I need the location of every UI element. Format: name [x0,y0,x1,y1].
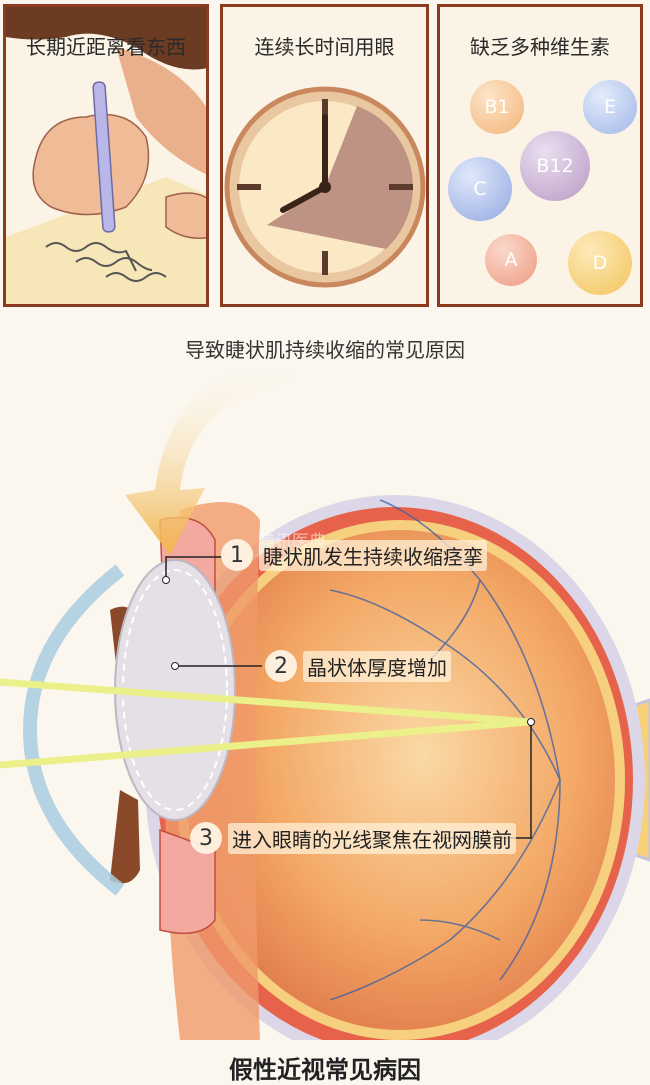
callout-number: 1 [221,539,253,571]
panel-vitamins: 缺乏多种维生素 B1 E B12 C A D [437,4,643,307]
diagram-title: 假性近视常见病因 [229,1056,421,1084]
vitamin-c-bubble: C [448,157,512,221]
eye-cross-section-diagram [0,360,650,1040]
panel-title: 缺乏多种维生素 [470,35,610,59]
vitamin-d-bubble: D [568,231,632,295]
callout-number: 2 [265,650,297,682]
panel-title: 长期近距离看东西 [26,35,186,59]
ciliary-muscle-bottom [159,828,216,935]
vitamin-b12-bubble: B12 [520,131,590,201]
vitamin-a-bubble: A [485,234,537,286]
callout-lens-thickening: 2 晶状体厚度增加 [265,650,451,682]
child-writing-illustration [6,7,206,304]
hand [32,113,150,216]
callout-focus-in-front: 3 进入眼睛的光线聚焦在视网膜前 [190,822,516,854]
callout-number: 3 [190,822,222,854]
hair [6,7,206,70]
light-rays [0,678,531,769]
panel-long-use: 连续长时间用眼 [220,4,429,307]
callout-text: 进入眼睛的光线聚焦在视网膜前 [228,822,516,854]
causes-subtitle: 导致睫状肌持续收缩的常见原因 [185,338,465,362]
retinal-vessels [329,499,561,1001]
pen [92,81,116,233]
panel-title: 连续长时间用眼 [254,35,395,59]
clock-icon [224,86,426,288]
vitamin-e-bubble: E [583,80,637,134]
vitamin-b1-bubble: B1 [470,80,524,134]
cause-arrow [125,360,290,555]
face [116,47,206,175]
callout-text: 睫状肌发生持续收缩痉挛 [259,539,487,571]
callout-ciliary-spasm: 1 睫状肌发生持续收缩痉挛 [221,539,487,571]
panel-near-work: 长期近距离看东西 [3,4,209,307]
callout-text: 晶状体厚度增加 [303,650,451,682]
cornea [22,564,125,896]
